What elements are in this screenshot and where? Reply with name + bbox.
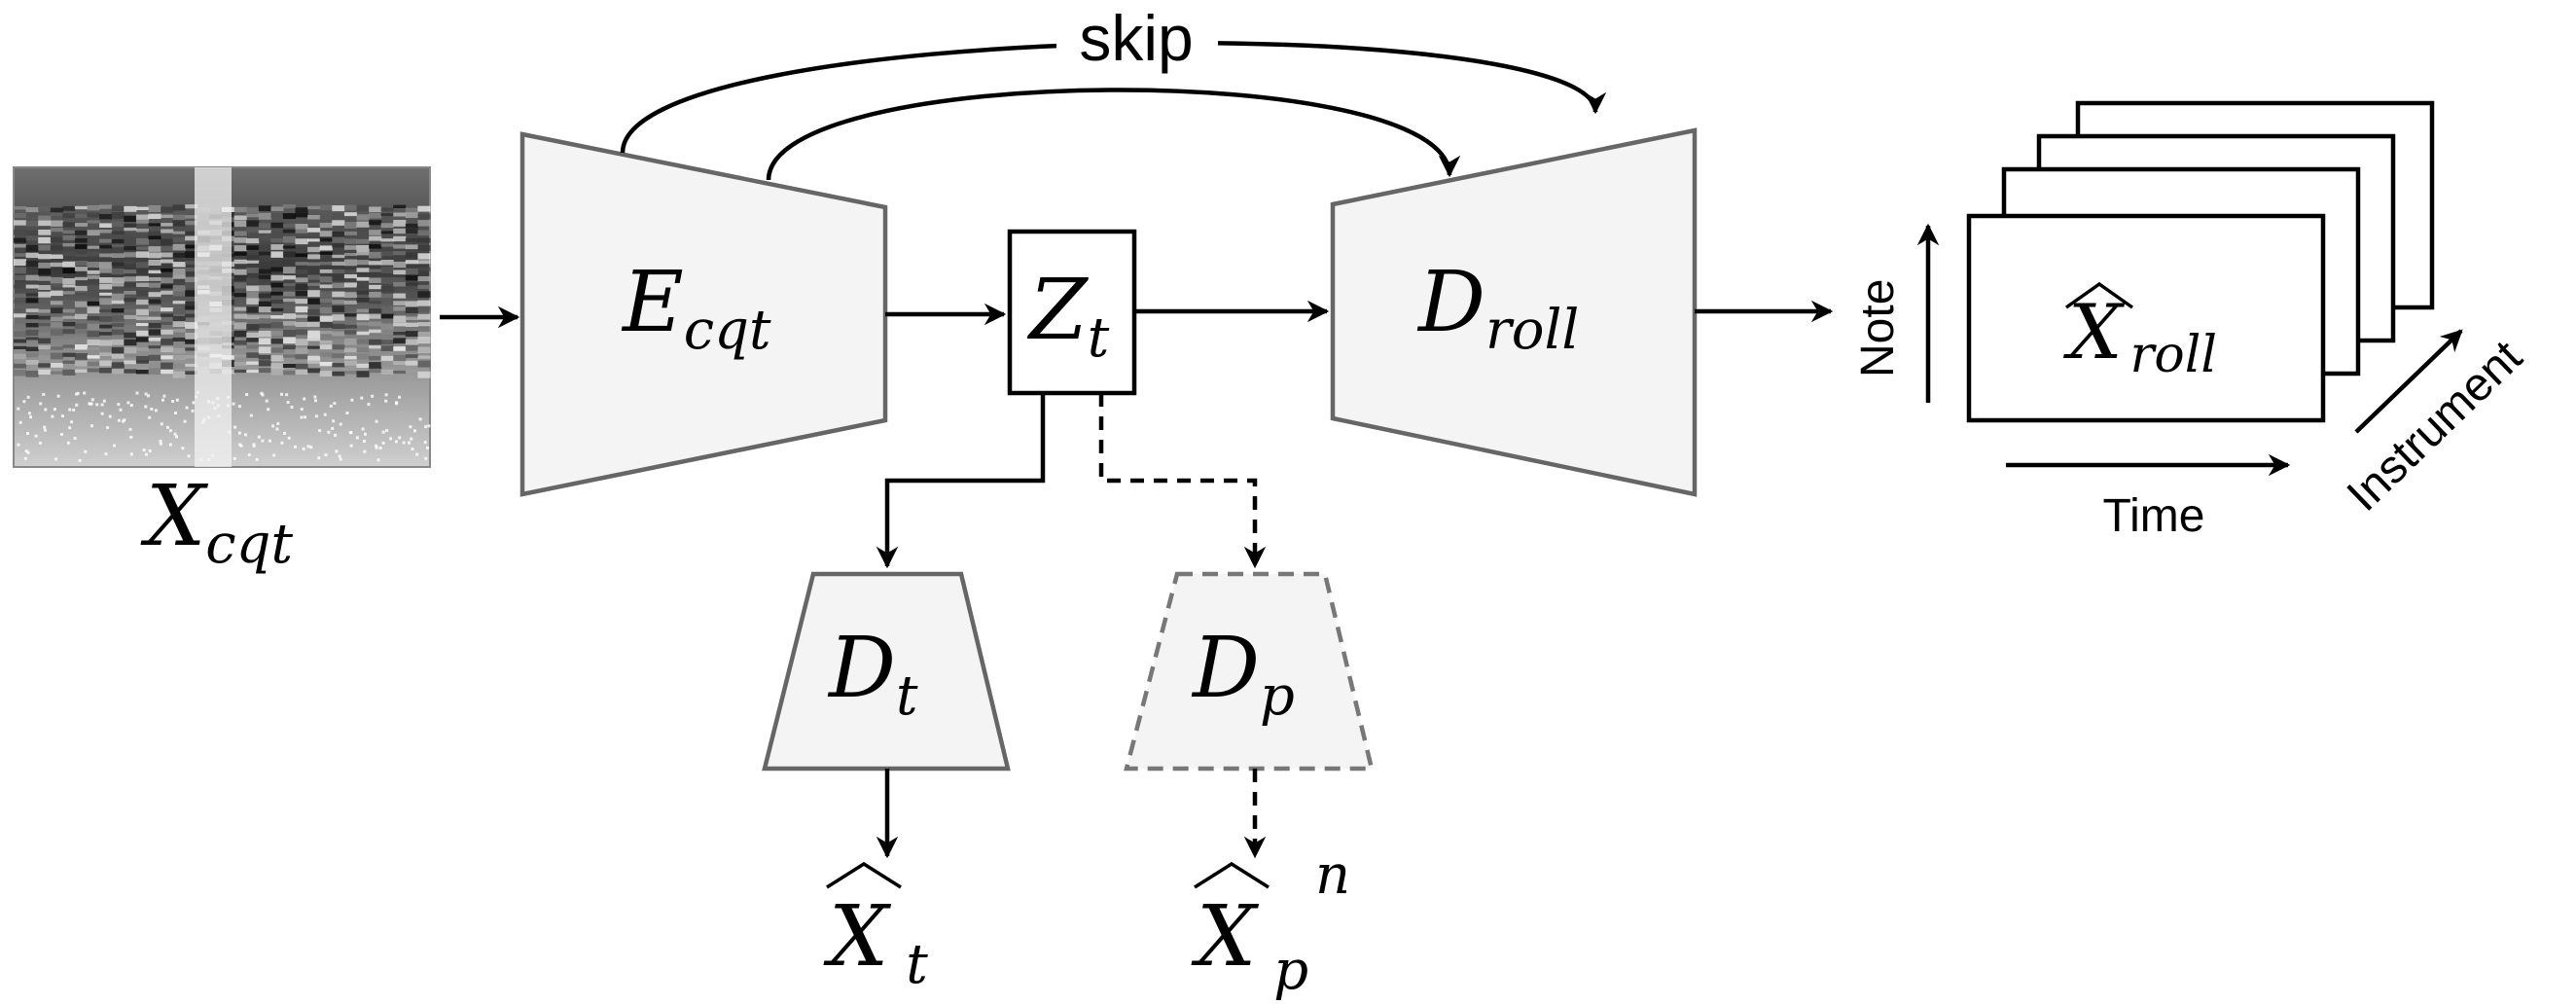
cqt-spectrogram-image bbox=[13, 166, 431, 468]
arrow-latent-to-decoder-p bbox=[1098, 393, 1267, 569]
decoder-t-label: Dt bbox=[827, 620, 918, 728]
skip-label-bg bbox=[1056, 8, 1218, 76]
output-p-hat bbox=[1194, 861, 1270, 889]
note-axis-label: Note bbox=[1852, 279, 1904, 377]
piano-roll-stack bbox=[1966, 100, 2435, 423]
skip-connection-inner bbox=[766, 88, 1461, 181]
encoder-block bbox=[519, 131, 888, 497]
decoder-roll-label: Droll bbox=[1416, 254, 1579, 362]
arrow-latent-to-decoder-t bbox=[876, 393, 1046, 569]
decoder-t-block bbox=[762, 571, 1011, 772]
decoder-p-label: Dp bbox=[1191, 620, 1295, 728]
latent-label: Zt bbox=[1026, 262, 1110, 370]
instrument-axis-label: Instrument bbox=[2338, 331, 2532, 521]
decoder-roll-block bbox=[1330, 127, 1698, 497]
time-axis-label: Time bbox=[2103, 490, 2205, 542]
input-label: Xcqt bbox=[140, 468, 293, 576]
decoder-p-block bbox=[1124, 571, 1375, 772]
instrument-axis-arrow bbox=[2354, 329, 2463, 434]
output-t-hat bbox=[826, 861, 902, 889]
output-roll-hat bbox=[2064, 281, 2134, 309]
output-p-superscript: n bbox=[1315, 843, 1350, 907]
latent-box bbox=[1007, 229, 1137, 396]
skip-label: skip bbox=[1079, 2, 1193, 74]
encoder-label: Ecqt bbox=[621, 254, 771, 362]
